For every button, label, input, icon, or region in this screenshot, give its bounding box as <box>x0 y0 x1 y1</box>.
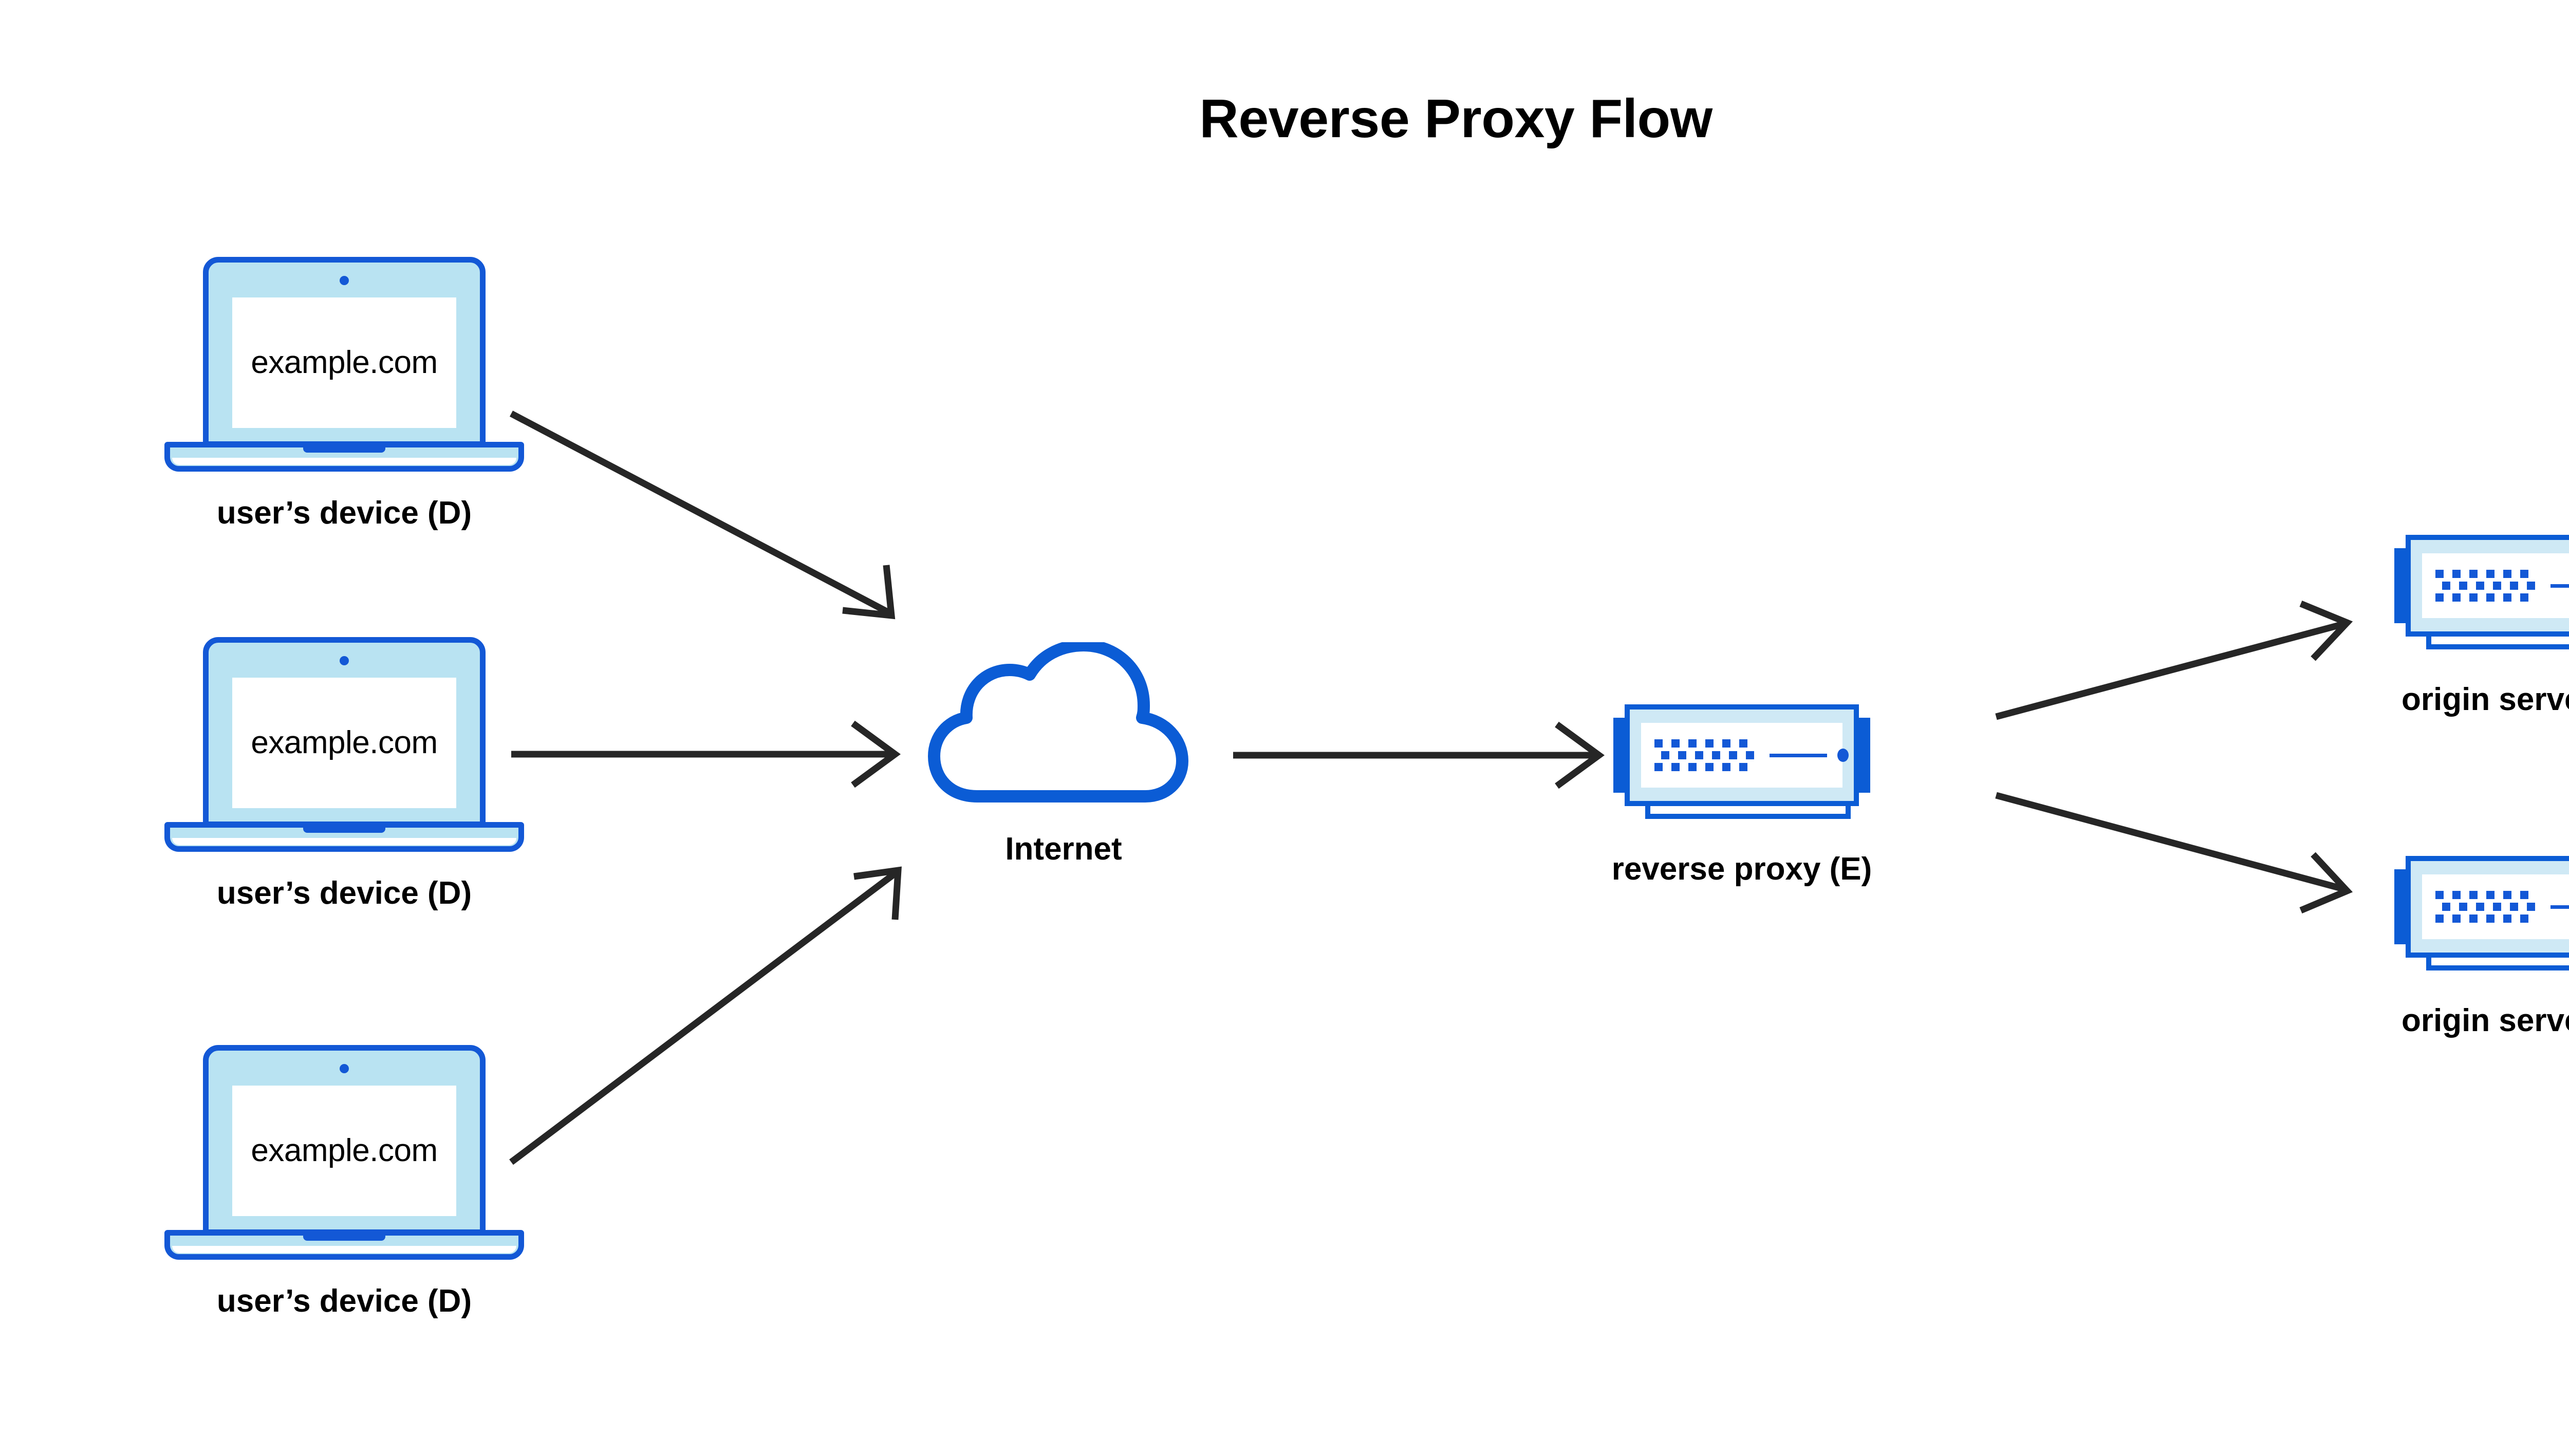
node-reverse-proxy[interactable]: reverse proxy (E) <box>1612 691 1872 885</box>
server-panel <box>2422 874 2569 939</box>
server-icon <box>2394 521 2569 650</box>
server-panel <box>2422 553 2569 618</box>
server-panel <box>1641 723 1849 788</box>
laptop-base-underside <box>172 458 516 465</box>
webcam-icon <box>340 656 349 665</box>
arrow-device1-to-internet <box>509 410 896 620</box>
screen-url-text: example.com <box>251 725 438 760</box>
trackpad-notch <box>303 1234 385 1241</box>
laptop-base <box>164 442 524 472</box>
laptop-lid: example.com <box>203 637 486 827</box>
cloud-icon <box>925 642 1202 812</box>
server-body <box>1625 704 1859 806</box>
node-user-device-1[interactable]: example.com user’s device (D) <box>164 257 524 529</box>
server-icon <box>2394 843 2569 971</box>
node-internet[interactable]: Internet <box>925 642 1202 865</box>
arrow-proxy-to-origin1 <box>1995 600 2353 720</box>
laptop-lid: example.com <box>203 257 486 447</box>
server-slot-line <box>2551 905 2569 909</box>
laptop-icon: example.com <box>164 1045 524 1261</box>
server-slot-line <box>2551 584 2569 588</box>
laptop-icon: example.com <box>164 257 524 473</box>
screen-url-text: example.com <box>251 345 438 380</box>
node-origin-server-2[interactable]: origin server (F) <box>2394 843 2569 1037</box>
laptop-icon: example.com <box>164 637 524 853</box>
node-user-device-3[interactable]: example.com user’s device (D) <box>164 1045 524 1317</box>
server-icon <box>1613 691 1870 819</box>
trackpad-notch <box>303 445 385 453</box>
laptop-lid: example.com <box>203 1045 486 1235</box>
laptop-screen: example.com <box>232 678 456 808</box>
node-label-user-device-2: user’s device (D) <box>216 875 472 911</box>
node-label-origin-server-1: origin server (F) <box>2402 682 2569 717</box>
laptop-base <box>164 1230 524 1260</box>
laptop-screen: example.com <box>232 1086 456 1216</box>
server-body <box>2406 856 2569 958</box>
node-label-internet: Internet <box>1005 831 1122 867</box>
arrow-device2-to-internet <box>511 720 901 788</box>
trackpad-notch <box>303 826 385 833</box>
node-label-user-device-1: user’s device (D) <box>216 495 472 531</box>
server-led-grid <box>1654 739 1754 771</box>
arrow-internet-to-proxy <box>1233 721 1605 789</box>
node-user-device-2[interactable]: example.com user’s device (D) <box>164 637 524 909</box>
webcam-icon <box>340 1064 349 1073</box>
laptop-base-underside <box>172 838 516 845</box>
webcam-icon <box>340 276 349 285</box>
server-body <box>2406 535 2569 637</box>
node-label-reverse-proxy: reverse proxy (E) <box>1611 851 1872 887</box>
server-power-dot <box>1837 749 1849 762</box>
node-label-user-device-3: user’s device (D) <box>216 1283 472 1319</box>
page-title: Reverse Proxy Flow <box>1199 88 1712 149</box>
server-slot-line <box>1770 754 1827 757</box>
node-label-origin-server-2: origin server (F) <box>2402 1003 2569 1038</box>
arrow-device3-to-internet <box>509 866 902 1165</box>
arrow-proxy-to-origin2 <box>1995 792 2353 913</box>
server-led-grid <box>2435 891 2535 923</box>
server-led-grid <box>2435 570 2535 602</box>
laptop-screen: example.com <box>232 297 456 428</box>
screen-url-text: example.com <box>251 1133 438 1168</box>
laptop-base <box>164 822 524 852</box>
laptop-base-underside <box>172 1246 516 1253</box>
node-origin-server-1[interactable]: origin server (F) <box>2394 521 2569 716</box>
